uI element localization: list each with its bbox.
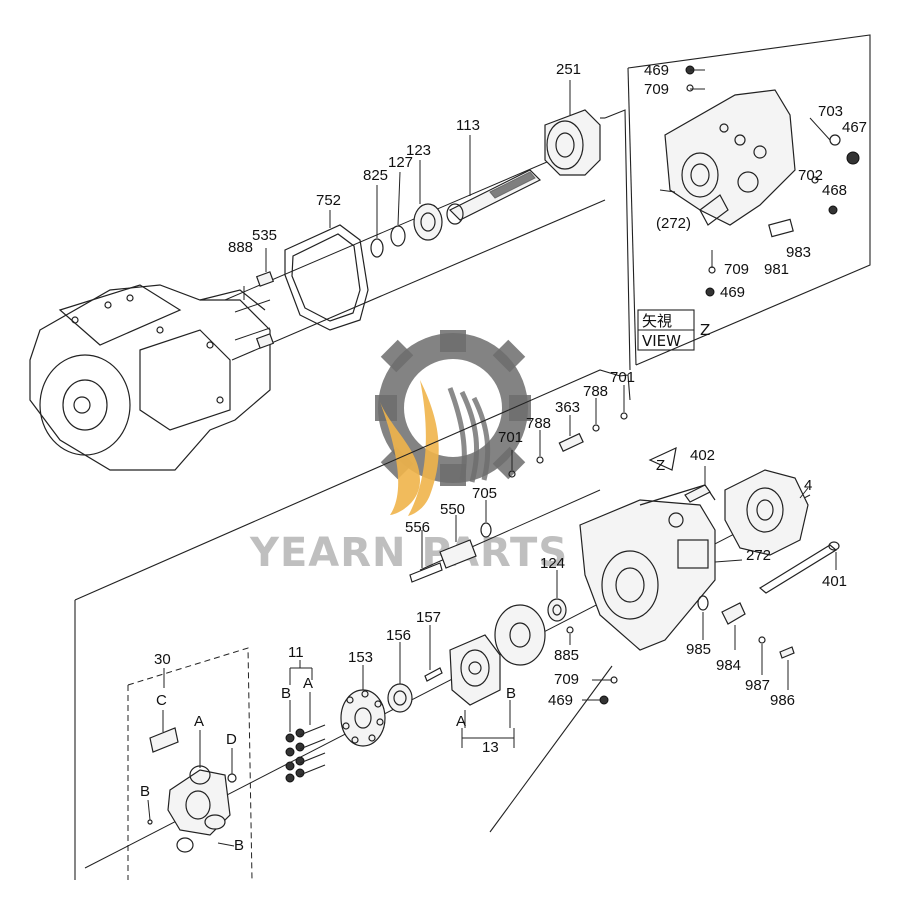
- label-986: 986: [770, 692, 795, 709]
- parts-984-987: [697, 595, 795, 690]
- label-985: 985: [686, 641, 711, 658]
- pump-assembly-left: [29, 284, 271, 471]
- view-z-box: 矢視 VIEW Z: [637, 309, 710, 351]
- label-701-a: 701: [498, 429, 523, 446]
- label-703: 703: [818, 103, 843, 120]
- label-11: 11: [288, 644, 304, 661]
- label-702: 702: [798, 167, 823, 184]
- label-a-swash: A: [194, 713, 204, 730]
- label-701-b: 701: [610, 369, 635, 386]
- part-251-housing: [544, 80, 601, 176]
- label-709-view: 709: [724, 261, 749, 278]
- label-13: 13: [482, 739, 499, 756]
- label-4: 4: [804, 477, 812, 494]
- label-469-view: 469: [720, 284, 745, 301]
- label-888: 888: [228, 239, 253, 256]
- label-a-plate: A: [456, 713, 466, 730]
- diagram-frames: [74, 34, 871, 881]
- watermark-logo: YEARN PARTS: [249, 330, 568, 576]
- label-a-pistons: A: [303, 675, 313, 692]
- label-127: 127: [388, 154, 413, 171]
- gasket-752: [284, 210, 369, 331]
- label-467: 467: [842, 119, 867, 136]
- view-z-text: Z: [700, 321, 710, 339]
- label-752: 752: [316, 192, 341, 209]
- label-272: 272: [746, 547, 771, 564]
- label-b-pistons: B: [281, 685, 291, 702]
- view-text: VIEW: [642, 332, 681, 350]
- parts-705-550-556: [409, 500, 492, 583]
- valve-small-parts: [508, 385, 628, 478]
- label-157: 157: [416, 609, 441, 626]
- label-401: 401: [822, 573, 847, 590]
- label-30: 30: [154, 651, 171, 668]
- label-d: D: [226, 731, 237, 748]
- view-kanji-text: 矢視: [642, 312, 672, 330]
- label-825: 825: [363, 167, 388, 184]
- shaft-parts: [370, 135, 542, 258]
- main-housing-272: [579, 484, 743, 651]
- label-535: 535: [252, 227, 277, 244]
- label-981: 981: [764, 261, 789, 278]
- valve-plate-13: [449, 604, 546, 748]
- label-b-plate: B: [506, 685, 516, 702]
- cover-4: [724, 469, 809, 556]
- label-885: 885: [554, 647, 579, 664]
- label-272-view: (272): [656, 215, 691, 232]
- parts-885-709-469: [566, 626, 618, 705]
- label-709: 709: [554, 671, 579, 688]
- label-124: 124: [540, 555, 565, 572]
- label-c: C: [156, 692, 167, 709]
- label-402: 402: [690, 447, 715, 464]
- z-view-arrow: Z: [648, 446, 677, 474]
- label-550: 550: [440, 501, 465, 518]
- label-709-top: 709: [644, 81, 669, 98]
- z-arrow-label: Z: [656, 457, 665, 474]
- label-705: 705: [472, 485, 497, 502]
- label-983: 983: [786, 244, 811, 261]
- label-556: 556: [405, 519, 430, 536]
- flame-icon: [380, 380, 491, 516]
- label-468: 468: [822, 182, 847, 199]
- label-469: 469: [548, 692, 573, 709]
- label-123: 123: [406, 142, 431, 159]
- parts-153-156-157: [340, 625, 443, 747]
- label-788-a: 788: [526, 415, 551, 432]
- label-788-b: 788: [583, 383, 608, 400]
- label-469-top: 469: [644, 62, 669, 79]
- label-113: 113: [456, 117, 480, 134]
- label-b-swash: B: [140, 783, 150, 800]
- part-number-labels: 251 113 123 127 825 752 888 535 469 709 …: [140, 61, 867, 854]
- bearing-124: [547, 570, 567, 622]
- swash-assembly-30: [147, 668, 237, 853]
- label-987: 987: [745, 677, 770, 694]
- label-156: 156: [386, 627, 411, 644]
- watermark-text: YEARN PARTS: [249, 530, 568, 576]
- pistons-11: [285, 660, 326, 783]
- label-153: 153: [348, 649, 373, 666]
- bolts-535: [243, 248, 275, 349]
- label-b-swash-low: B: [234, 837, 244, 854]
- label-251: 251: [556, 61, 581, 78]
- bolts-401-402: [684, 466, 840, 594]
- view-z-housing: [659, 65, 860, 297]
- label-363: 363: [555, 399, 580, 416]
- label-984: 984: [716, 657, 741, 674]
